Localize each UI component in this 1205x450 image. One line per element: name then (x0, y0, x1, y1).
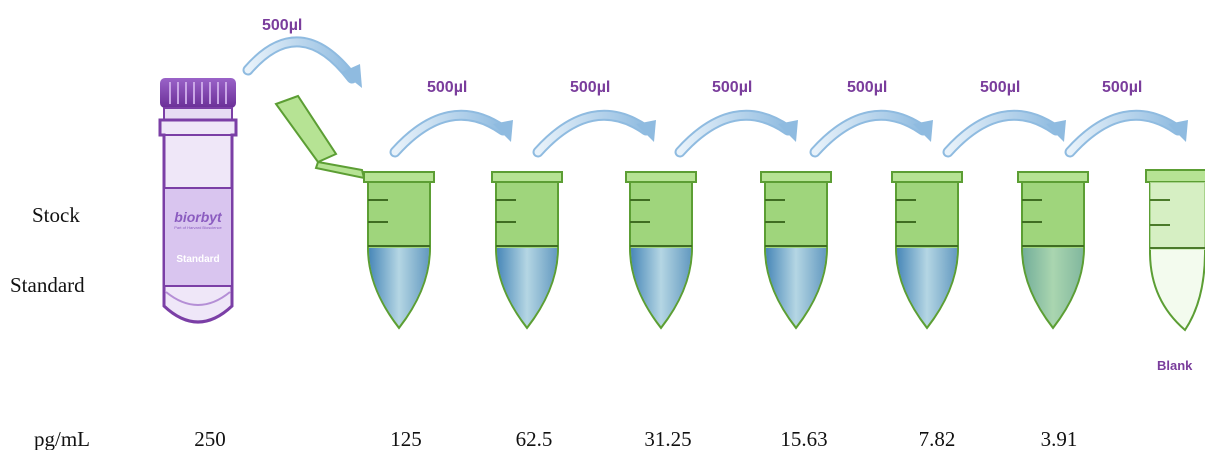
concentration-value: 3.91 (1041, 427, 1078, 450)
vial-cap-ridges (169, 82, 227, 104)
tube-liquid (1023, 248, 1083, 326)
transfer-arrow-3: 500µl (532, 79, 656, 158)
concentration-value: 62.5 (516, 427, 553, 450)
tube-row (363, 171, 1089, 330)
blank-label: Blank (1157, 358, 1193, 373)
tube-rim (625, 171, 697, 183)
arrow-head (778, 120, 798, 142)
vial-brand-subtitle: Part of Harvard Bioscience (174, 225, 222, 230)
tube-rim (760, 171, 832, 183)
transfer-arrow-7: 500µl (1064, 79, 1188, 158)
transfer-label-2: 500µl (427, 79, 467, 96)
vial-standard-tag: Standard (176, 254, 219, 265)
concentration-value: 15.63 (780, 427, 827, 450)
tube-liquid (369, 248, 429, 326)
transfer-label-3: 500µl (570, 79, 610, 96)
concentration-value: 31.25 (644, 427, 691, 450)
tube-rim (891, 171, 963, 183)
concentration-row: 250 125 62.5 31.25 15.63 7.82 3.91 (194, 427, 1077, 450)
vial-neck (163, 107, 233, 121)
transfer-arrow-4: 500µl (674, 79, 798, 158)
vial-brand: biorbyt (174, 209, 223, 225)
arrow-core (811, 111, 927, 156)
arrow-head (636, 120, 656, 142)
arrow-head (913, 120, 933, 142)
tube-6 (891, 171, 963, 330)
arrow-head (493, 120, 513, 142)
transfer-label-4: 500µl (712, 79, 752, 96)
concentration-value: 7.82 (919, 427, 956, 450)
transfer-arrow-5: 500µl (809, 79, 933, 158)
blank-tube: Blank (1145, 169, 1205, 373)
standard-label: Standard (10, 273, 85, 297)
arrow-core (676, 111, 792, 156)
tube-liquid (497, 248, 557, 326)
arrow-core (534, 111, 650, 156)
stock-label: Stock (32, 203, 80, 227)
arrow-core (944, 111, 1060, 156)
tube-7 (1017, 171, 1089, 330)
tube-3 (491, 171, 563, 330)
concentration-value: 250 (194, 427, 226, 450)
arrow-head (1046, 120, 1066, 142)
tube-5 (760, 171, 832, 330)
transfer-arrow-1: 500µl (242, 17, 362, 88)
tube-rim (1017, 171, 1089, 183)
concentration-value: 125 (390, 427, 422, 450)
tube-2 (363, 171, 435, 330)
tube-4 (625, 171, 697, 330)
transfer-arrow-2: 500µl (389, 79, 513, 158)
unit-label: pg/mL (34, 427, 90, 450)
transfer-label-5: 500µl (847, 79, 887, 96)
transfer-arrow-6: 500µl (942, 79, 1066, 158)
tube-1-lid (274, 94, 366, 180)
tube-rim (491, 171, 563, 183)
transfer-label-1: 500µl (262, 17, 302, 34)
arrow-core (1066, 111, 1182, 156)
transfer-label-6: 500µl (980, 79, 1020, 96)
tube-liquid (631, 248, 691, 326)
vial-label-panel (163, 187, 233, 287)
arrow-head (1168, 120, 1188, 142)
tube-liquid (897, 248, 957, 326)
stock-vial: biorbyt Part of Harvard Bioscience Stand… (158, 78, 238, 324)
arrow-row: 500µl 500µl 500µl 500µl 500µl 500µl (389, 79, 1188, 158)
vial-cap (160, 78, 236, 108)
tube-liquid (766, 248, 826, 326)
transfer-label-7: 500µl (1102, 79, 1142, 96)
tube-rim (363, 171, 435, 183)
arrow-core (391, 111, 507, 156)
